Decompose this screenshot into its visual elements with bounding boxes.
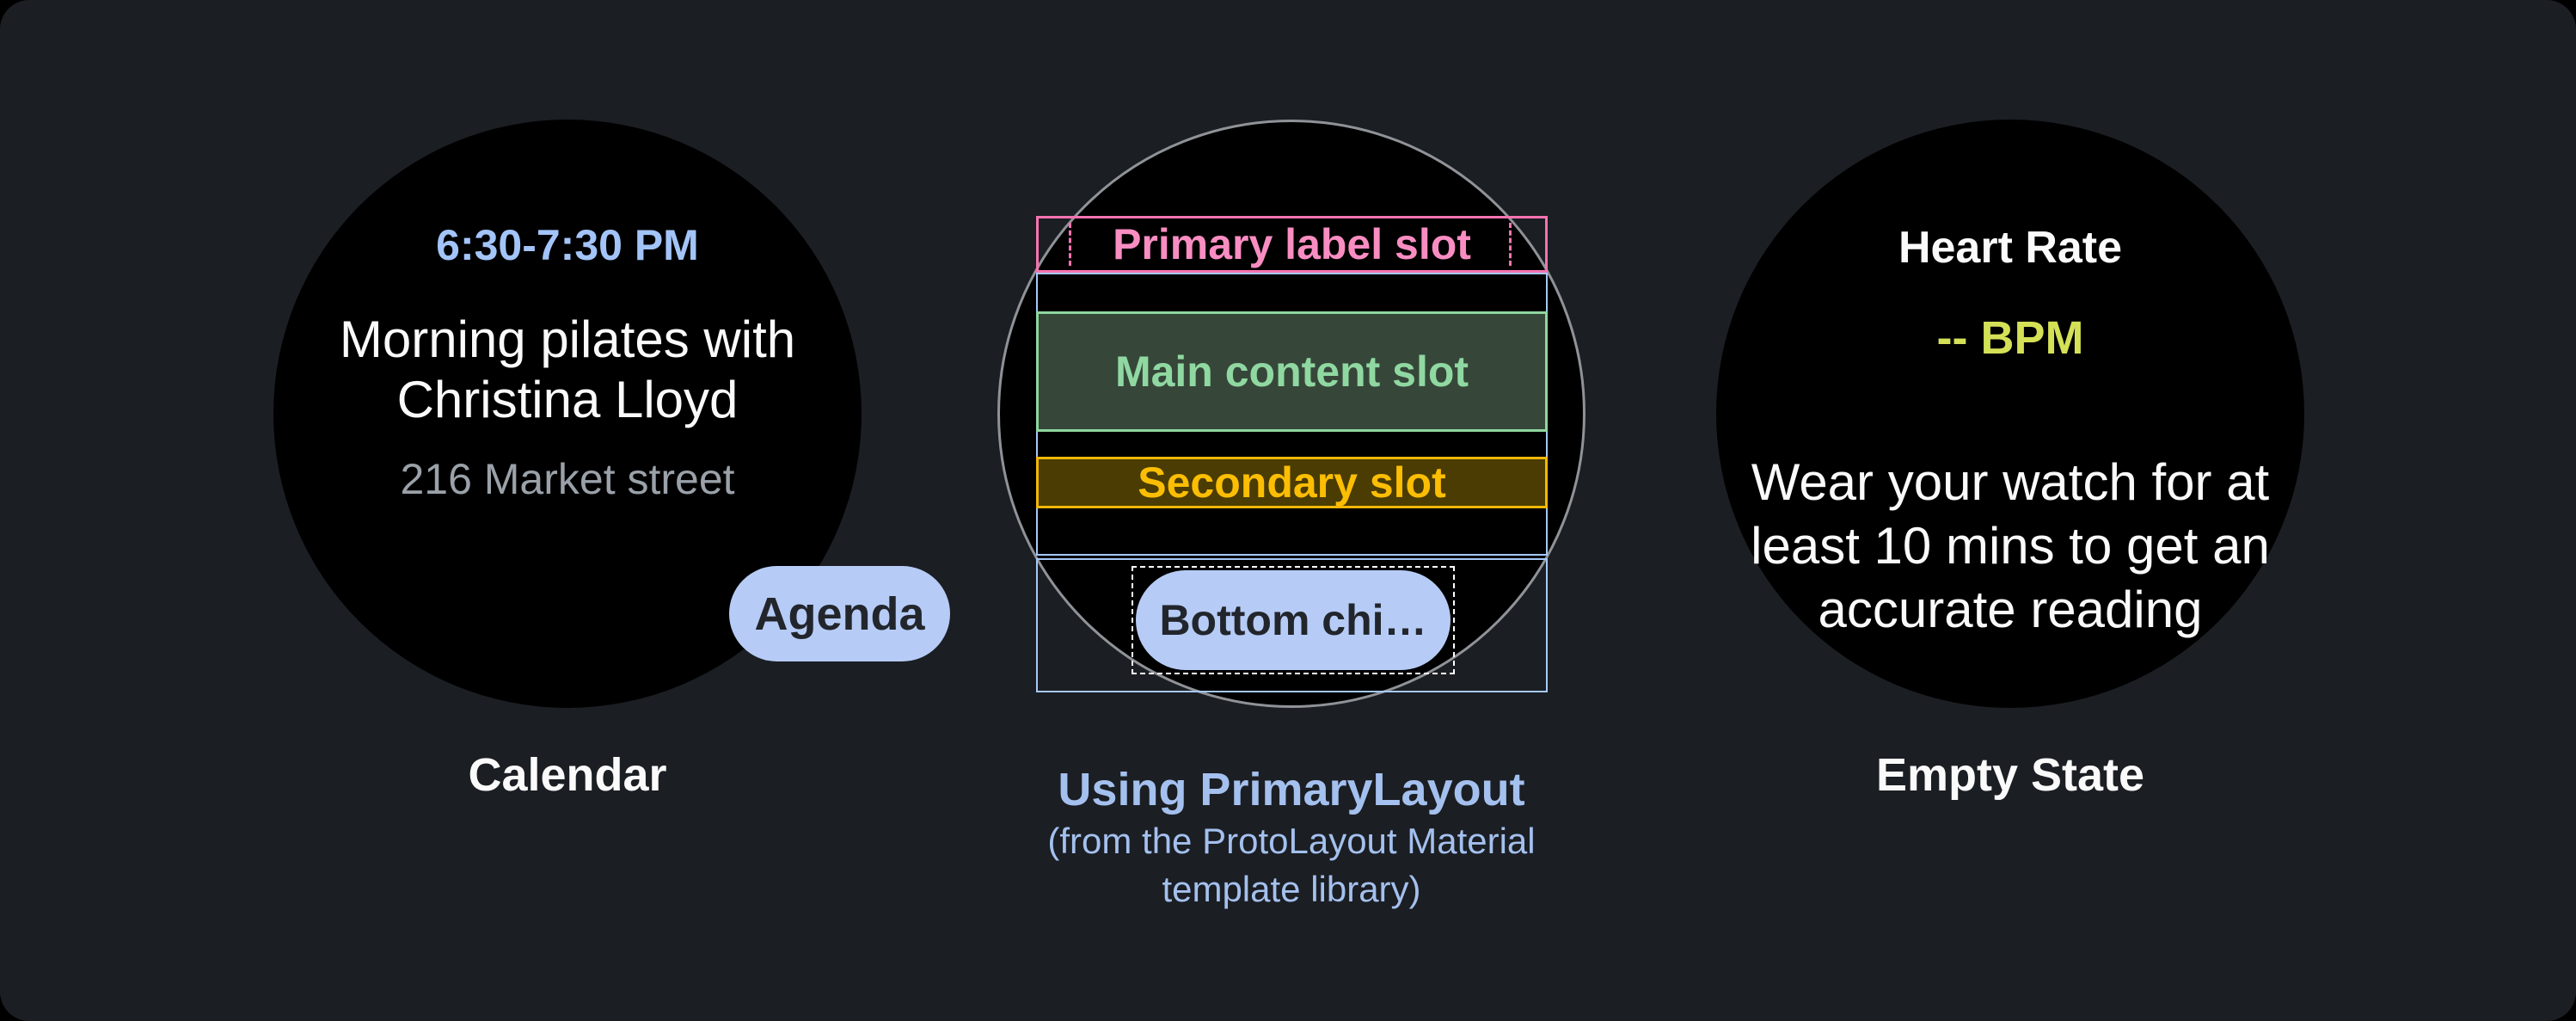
layout-frame-bottom — [1036, 558, 1548, 692]
diagram-caption-subtitle-line1: (from the ProtoLayout Material — [1047, 821, 1536, 861]
main-content-slot-label: Main content slot — [1114, 348, 1469, 396]
heart-rate-empty-message-line3: accurate reading — [1818, 581, 2203, 638]
heart-rate-value: -- BPM — [1936, 312, 2084, 364]
agenda-chip-label: Agenda — [754, 587, 925, 640]
diagram-caption-subtitle: (from the ProtoLayout Material template … — [997, 817, 1585, 913]
primary-slot-left-margin-guide — [1069, 223, 1071, 266]
calendar-tile-caption: Calendar — [468, 749, 667, 801]
primary-label-slot-label: Primary label slot — [1113, 220, 1471, 268]
heart-rate-tile-caption: Empty State — [1875, 749, 2145, 801]
agenda-chip-button[interactable]: Agenda — [729, 566, 950, 661]
heart-rate-empty-message-line1: Wear your watch for at — [1751, 453, 2270, 511]
primary-slot-right-margin-guide — [1509, 223, 1512, 266]
secondary-slot-label: Secondary slot — [1138, 458, 1446, 507]
diagram-caption-title: Using PrimaryLayout — [1058, 764, 1525, 815]
calendar-event-title: Morning pilates with Christina Lloyd — [273, 310, 862, 430]
bottom-chip-selection-marquee: Bottom chi… — [1132, 566, 1455, 674]
diagram-caption-subtitle-line2: template library) — [1162, 869, 1421, 909]
heart-rate-tile — [1716, 120, 2304, 708]
main-content-slot-box: Main content slot — [1036, 311, 1548, 432]
calendar-event-title-line2: Christina Lloyd — [396, 371, 739, 428]
calendar-event-title-line1: Morning pilates with — [339, 311, 796, 368]
heart-rate-empty-message: Wear your watch for at least 10 mins to … — [1716, 451, 2304, 642]
bottom-chip-label: Bottom chi… — [1159, 596, 1427, 644]
bottom-chip-button[interactable]: Bottom chi… — [1136, 570, 1451, 670]
heart-rate-title: Heart Rate — [1898, 223, 2123, 273]
heart-rate-empty-message-line2: least 10 mins to get an — [1751, 517, 2270, 575]
calendar-event-location: 216 Market street — [400, 455, 735, 503]
primary-label-slot-box: Primary label slot — [1036, 216, 1548, 273]
secondary-slot-box: Secondary slot — [1036, 457, 1548, 508]
calendar-event-time: 6:30-7:30 PM — [436, 221, 699, 269]
